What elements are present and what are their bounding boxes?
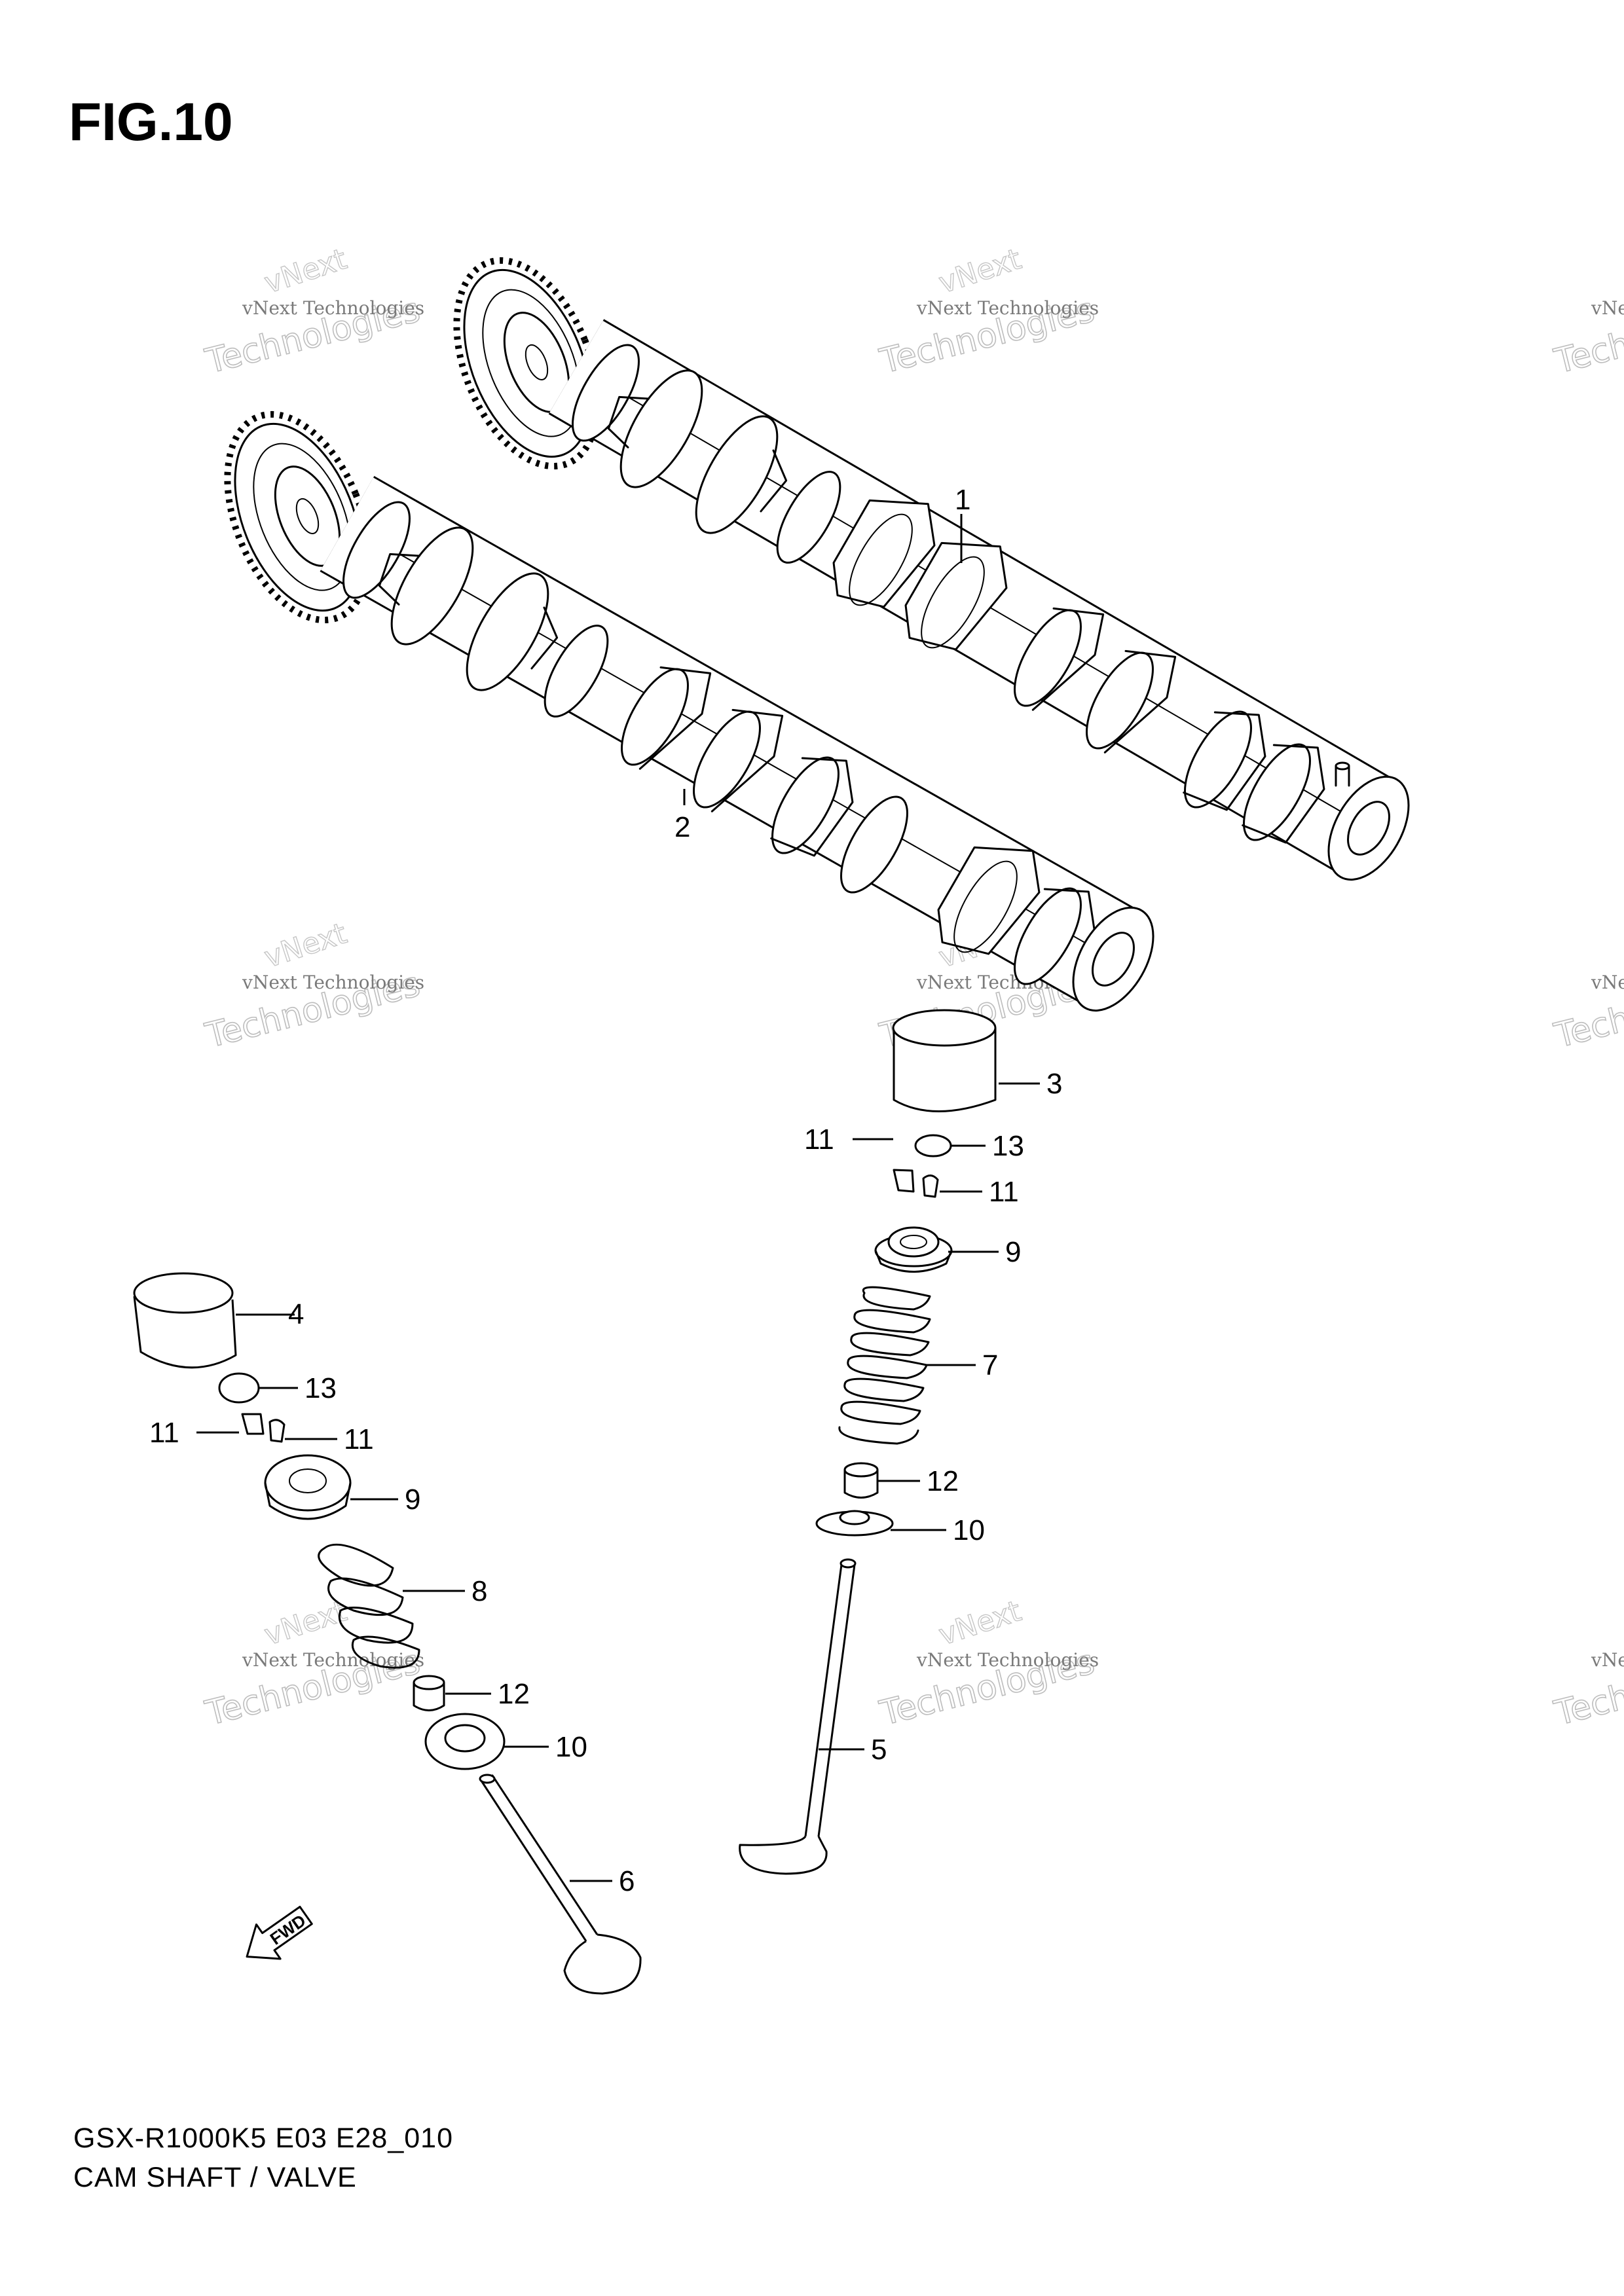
camshaft-intake-part-1 [453,257,1410,881]
callout-11-right-b: 11 [989,1176,1019,1208]
callout-9-right: 9 [1005,1236,1021,1268]
watermark-group: vNext Technologies Technologies [1550,1642,1624,1734]
watermark-brand-top: vNext [261,917,351,974]
callout-11-left-b: 11 [344,1423,374,1455]
callout-7: 7 [982,1349,998,1381]
watermark-brand-top: vNext [935,1594,1025,1652]
callout-4: 4 [288,1298,304,1330]
valve-cotter-part-11-left-a [241,1413,265,1435]
callout-10-right: 10 [953,1514,985,1546]
valve-spring-part-8 [318,1543,420,1669]
model-code: GSX-R1000K5 E03 E28_010 [73,2123,454,2154]
valve-stem-seal-part-12-right [843,1462,879,1499]
watermark-brand-top: vNext [261,242,351,300]
valve-shim-part-13-right [914,1134,952,1157]
callout-13-left: 13 [304,1372,337,1404]
watermark-company: vNext Technologies [916,1649,1099,1671]
watermark-group: vNext Technologies vNext Technologies [201,242,424,382]
callout-9-left: 9 [405,1484,420,1516]
callout-10-left: 10 [555,1731,587,1763]
watermark-group: vNext Technologies vNext Technologies [876,1594,1099,1734]
callout-1: 1 [955,484,970,516]
watermark-company: vNext Technologies [1591,972,1624,993]
figure-title: FIG.10 [69,92,233,152]
callout-2: 2 [674,811,690,843]
valve-lifter-part-4 [133,1272,237,1369]
valve-cotter-part-11-right-a [893,1169,915,1193]
forward-direction-arrow: FWD [246,1905,313,1960]
spring-seat-part-10-left [424,1713,506,1770]
valve-cotter-part-11-left-b [268,1419,286,1443]
watermark-group: vNext Technologies Technologies [1550,964,1624,1057]
valve-spring-part-7 [838,1286,931,1445]
watermark-company: vNext Technologies [1591,1649,1624,1671]
callout-6: 6 [619,1865,635,1897]
spring-seat-part-10-right [815,1510,894,1537]
leader-lines [196,514,1040,1882]
callout-5: 5 [871,1734,887,1766]
callout-11-left-a: 11 [149,1417,179,1449]
watermark-company: vNext Technologies [242,972,424,993]
intake-valve-part-6 [479,1774,642,1995]
exhaust-valve-part-5 [739,1558,857,1875]
camshaft-exhaust-part-2 [224,410,1154,1012]
callout-13-right: 13 [992,1130,1024,1162]
callout-labels: 1 2 3 4 5 6 7 8 9 9 10 10 11 11 11 11 12… [149,484,1062,1897]
watermark-group: vNext Technologies Technologies [1550,290,1624,382]
watermark-group: vNext Technologies vNext Technologies [201,917,424,1057]
watermark-company: vNext Technologies [916,297,1099,319]
valve-shim-part-13-left [218,1372,260,1404]
valve-cotter-part-11-right-b [922,1175,939,1198]
figure-caption: CAM SHAFT / VALVE [73,2162,357,2193]
spring-retainer-part-9-right [874,1226,953,1273]
watermark-company: vNext Technologies [1591,297,1624,319]
watermark-company: vNext Technologies [242,297,424,319]
watermark-brand-top: vNext [935,242,1025,300]
spring-retainer-part-9-left [264,1454,352,1520]
valve-lifter-part-3 [892,1009,997,1112]
callout-8: 8 [471,1575,487,1607]
watermark-group: vNext Technologies vNext Technologies [876,242,1099,382]
callout-12-right: 12 [927,1465,959,1497]
callout-3: 3 [1046,1068,1062,1100]
callout-12-left: 12 [498,1678,530,1710]
valve-stem-seal-part-12-left [413,1675,445,1711]
callout-11-right-a: 11 [804,1123,834,1156]
